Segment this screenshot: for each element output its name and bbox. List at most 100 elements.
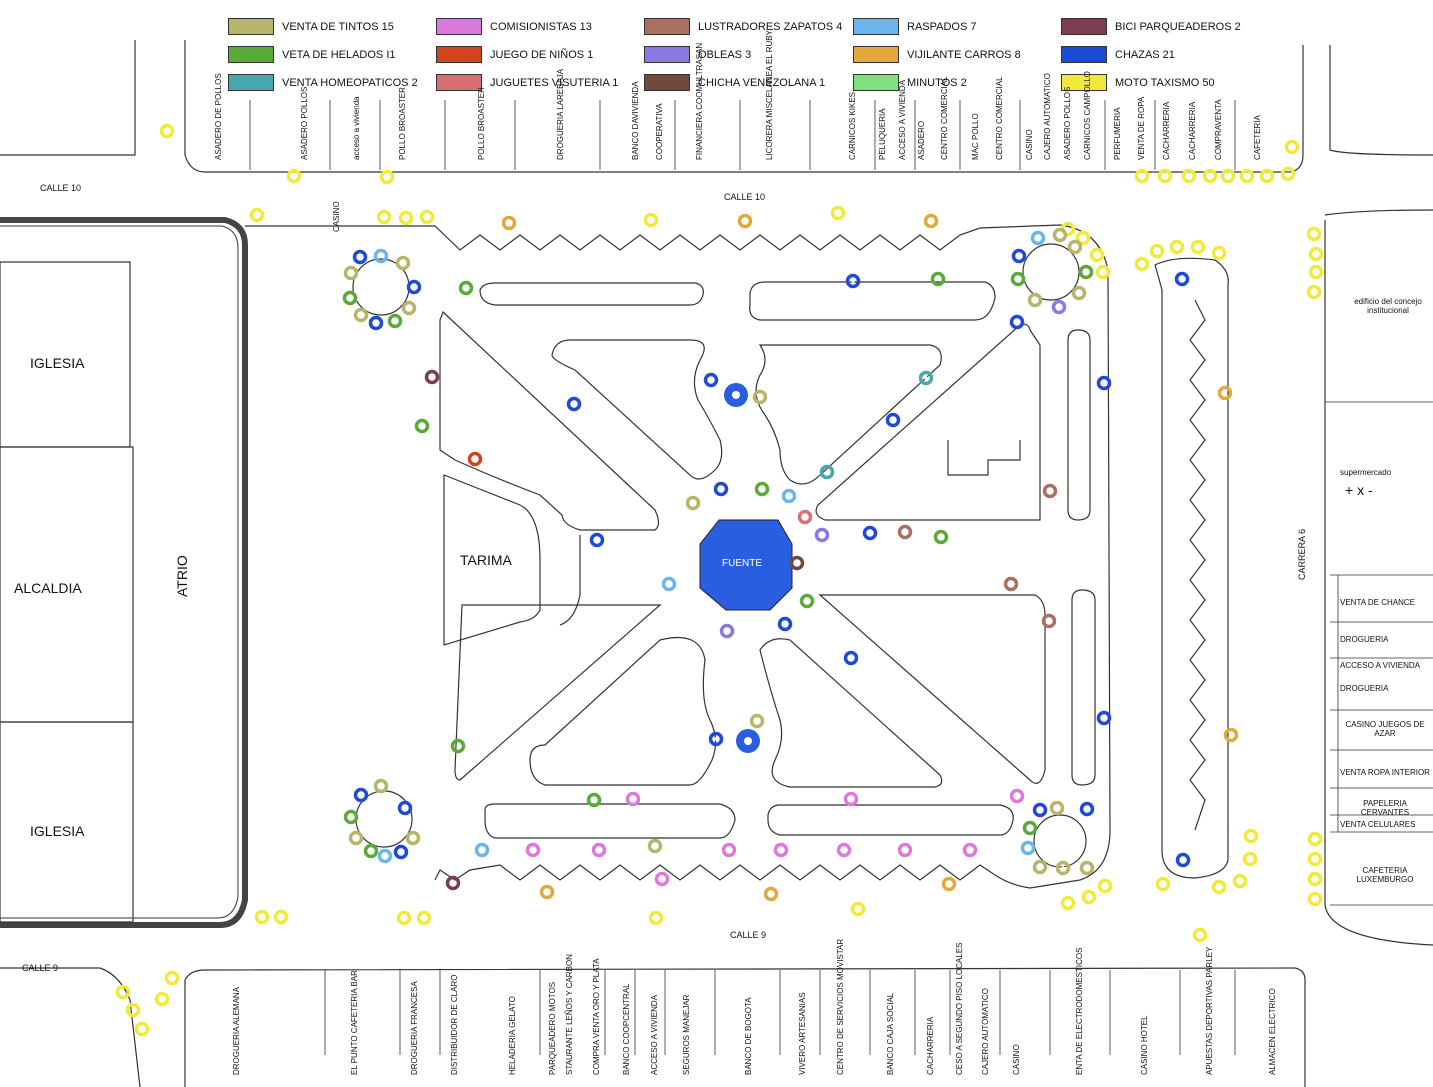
vendor-marker	[703, 372, 719, 388]
vendor-marker	[1134, 168, 1150, 184]
vendor-marker-center	[1198, 933, 1202, 937]
vendor-marker	[1032, 859, 1048, 875]
business-label: PARQUEADERO MOTOS	[548, 981, 557, 1075]
business-label: ASADERO POLLOS	[300, 86, 309, 160]
iglesia-bottom-label: IGLESIA	[30, 823, 85, 839]
vendor-marker	[1307, 851, 1323, 867]
vendor-marker	[1280, 166, 1296, 182]
vendor-marker	[1307, 831, 1323, 847]
vendor-marker-center	[779, 848, 783, 852]
business-label: VIVERO ARTESANIAS	[798, 992, 807, 1075]
business-label: HELADERIA GELATO	[508, 996, 517, 1075]
vendor-marker-center	[1081, 236, 1085, 240]
vendor-marker	[125, 1002, 141, 1018]
vendor-marker	[719, 623, 735, 639]
vendor-marker	[343, 265, 359, 281]
vendor-marker	[1174, 271, 1190, 287]
vendor-marker-center	[1313, 897, 1317, 901]
small-fountain-south	[736, 729, 760, 753]
business-label: CASINO HOTEL	[1140, 1015, 1149, 1075]
vendor-marker-center	[407, 306, 411, 310]
vendor-marker	[885, 412, 901, 428]
legend-label: VETA DE HELADOS I1	[282, 48, 396, 61]
vendor-marker	[1009, 314, 1025, 330]
vendor-marker	[1259, 168, 1275, 184]
vendor-marker	[685, 495, 701, 511]
vendor-markers	[115, 123, 1324, 1037]
vendor-marker-center	[903, 848, 907, 852]
legend-swatch	[1061, 46, 1107, 63]
street-label-calle9-left: CALLE 9	[22, 963, 59, 973]
legend-label: VIJILANTE CARROS 8	[907, 48, 1021, 61]
vendor-marker	[797, 509, 813, 525]
vendor-marker-center	[1085, 807, 1089, 811]
vendor-marker	[414, 418, 430, 434]
business-label: PERFUMERIA	[1113, 107, 1122, 160]
vendor-marker	[352, 249, 368, 265]
vendor-marker	[586, 792, 602, 808]
vendor-marker	[897, 524, 913, 540]
vendor-marker	[474, 842, 490, 858]
business-label: CACHARRERIA	[1162, 101, 1171, 160]
legend-label: MINUTOS 2	[907, 76, 967, 89]
vendor-marker-center	[403, 806, 407, 810]
legend-swatch	[644, 18, 690, 35]
vendor-marker-center	[805, 599, 809, 603]
legend-label: MOTO TAXISMO 50	[1115, 76, 1215, 89]
vendor-marker-center	[691, 501, 695, 505]
vendor-marker-center	[1066, 901, 1070, 905]
vendor-marker-center	[1026, 846, 1030, 850]
business-label: CAFETERIA LUXEMBURGO	[1356, 866, 1414, 884]
vendor-marker-center	[803, 515, 807, 519]
business-label: ALMACEN ELECTRICO	[1268, 988, 1277, 1075]
casino-label: CASINO	[332, 201, 341, 232]
vendor-marker-center	[1057, 305, 1061, 309]
vendor-marker-center	[121, 990, 125, 994]
vendor-marker-center	[1181, 858, 1185, 862]
vendor-marker-center	[349, 815, 353, 819]
vendor-marker-center	[1085, 866, 1089, 870]
business-label: ASADERO POLLOS	[1063, 86, 1072, 160]
legend-label: OBLEAS 3	[698, 48, 752, 61]
vendor-marker-center	[836, 211, 840, 215]
vendor-marker	[1308, 264, 1324, 280]
business-label: BANCO DAVIVIENDA	[631, 81, 640, 160]
vendor-marker	[286, 168, 302, 184]
business-label: + x -	[1345, 482, 1373, 498]
vendor-marker-center	[1084, 270, 1088, 274]
business-label: CARNICOS KIKES	[848, 91, 857, 160]
vendor-marker-center	[1015, 320, 1019, 324]
business-label: COOPERATIVA	[655, 103, 664, 160]
vendor-marker-center	[379, 254, 383, 258]
legend-item: LUSTRADORES ZAPATOS 4	[644, 18, 842, 35]
legend-item: MOTO TAXISMO 50	[1061, 74, 1215, 91]
vendor-marker-center	[545, 890, 549, 894]
fuente-fountain	[699, 519, 793, 611]
business-label: DROGUERIA LAREBAJA	[556, 68, 565, 160]
vendor-marker-center	[1248, 857, 1252, 861]
vendor-marker	[1175, 852, 1191, 868]
vendor-marker	[134, 1021, 150, 1037]
legend-item: VENTA HOMEOPATICOS 2	[228, 74, 418, 91]
vendor-marker-center	[783, 622, 787, 626]
vendor-marker-center	[507, 221, 511, 225]
vendor-marker-center	[165, 129, 169, 133]
legend-item: RASPADOS 7	[853, 18, 977, 35]
vendor-marker-center	[1077, 291, 1081, 295]
vendor-marker-center	[292, 174, 296, 178]
vendor-marker	[566, 396, 582, 412]
vendor-marker-center	[420, 424, 424, 428]
business-label: FINANCIERA COOMULTRASAN	[695, 42, 704, 160]
vendor-marker	[1010, 271, 1026, 287]
vendor-marker	[501, 215, 517, 231]
legend-swatch	[228, 46, 274, 63]
vendor-marker	[1192, 927, 1208, 943]
vendor-marker	[1011, 248, 1027, 264]
vendor-marker-center	[1103, 884, 1107, 888]
vendor-marker	[648, 910, 664, 926]
vendor-marker-center	[379, 784, 383, 788]
vendor-marker	[1030, 230, 1046, 246]
legend-label: VENTA DE TINTOS 15	[282, 20, 394, 33]
east-block-top	[1324, 209, 1433, 216]
vendor-marker-center	[1047, 619, 1051, 623]
